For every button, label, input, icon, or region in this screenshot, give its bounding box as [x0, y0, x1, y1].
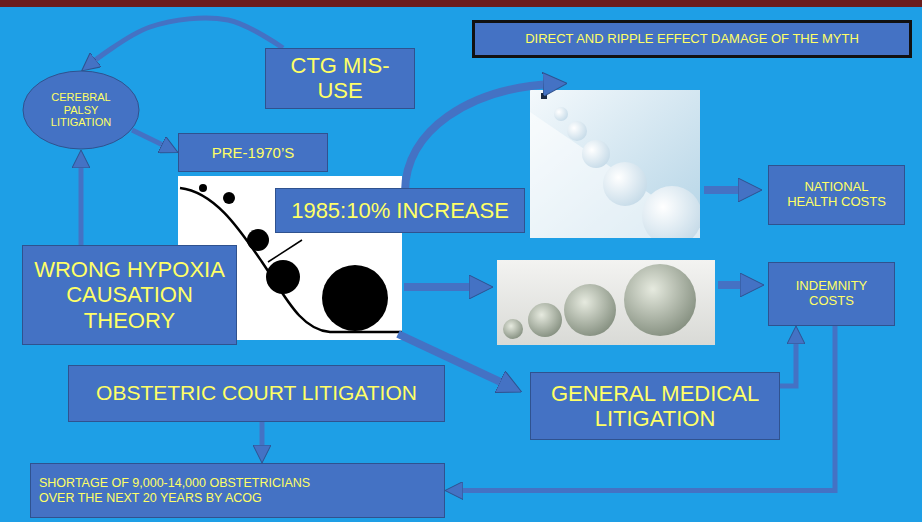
connector-arrow: [455, 326, 835, 491]
picture-arrows: [398, 84, 750, 386]
connector-arrow: [260, 422, 265, 453]
process-box: NATIONAL HEALTH COSTS: [768, 165, 905, 225]
node-text: PRE-1970’S: [212, 144, 295, 161]
snowball: [603, 162, 647, 206]
ball: [322, 265, 388, 331]
money-ball: [564, 284, 616, 336]
ball: [247, 229, 269, 251]
ball: [266, 260, 300, 294]
node-text: WRONG HYPOXIA CAUSATION THEORY: [27, 257, 232, 333]
ball: [199, 184, 207, 192]
process-box: 1985:10% INCREASE: [275, 188, 525, 233]
connector-arrow: [780, 336, 796, 386]
snowball: [582, 140, 610, 168]
node-text: INDEMNITY COSTS: [777, 279, 887, 309]
top-band: [0, 0, 922, 7]
title-box: DIRECT AND RIPPLE EFFECT DAMAGE OF THE M…: [472, 20, 912, 58]
snowball-photo: [530, 90, 700, 238]
process-box: GENERAL MEDICAL LITIGATION: [530, 372, 780, 440]
photo-ground: [497, 260, 715, 345]
node-text: NATIONAL HEALTH COSTS: [779, 180, 894, 210]
connector-arrow: [132, 130, 169, 148]
money-photo: [497, 260, 715, 345]
money-ball: [624, 264, 696, 336]
process-box: SHORTAGE OF 9,000-14,000 OBSTETRICIANS O…: [30, 463, 445, 518]
node-text: SHORTAGE OF 9,000-14,000 OBSTETRICIANS O…: [39, 476, 344, 505]
node-text: 1985:10% INCREASE: [291, 198, 509, 223]
node-text: DIRECT AND RIPPLE EFFECT DAMAGE OF THE M…: [525, 32, 859, 47]
block-arrow: [704, 186, 748, 194]
snowball: [567, 121, 587, 141]
tiny-ball: [541, 93, 547, 99]
connector-arrow: [89, 18, 283, 65]
block-arrow: [404, 283, 479, 291]
process-box: PRE-1970’S: [178, 133, 328, 172]
ball: [223, 192, 235, 204]
block-arrow: [405, 84, 553, 192]
ellipse-shape: [23, 71, 139, 149]
money-ball: [503, 319, 523, 339]
snowball: [642, 186, 700, 238]
ellipse-node: CEREBRAL PALSY LITIGATION: [22, 70, 140, 150]
node-text: CTG MIS-USE: [288, 53, 393, 104]
node-text: CEREBRAL PALSY LITIGATION: [41, 91, 121, 129]
block-arrow: [718, 281, 750, 289]
pointer-line: [268, 240, 302, 262]
connector-arrow: [79, 160, 84, 245]
process-box: CTG MIS-USE: [265, 48, 415, 109]
process-box: INDEMNITY COSTS: [768, 262, 895, 326]
money-ball: [528, 303, 562, 337]
snowball: [554, 107, 568, 121]
node-text: GENERAL MEDICAL LITIGATION: [539, 381, 771, 432]
process-box: WRONG HYPOXIA CAUSATION THEORY: [22, 245, 237, 345]
process-box: OBSTETRIC COURT LITIGATION: [68, 365, 445, 422]
node-text: OBSTETRIC COURT LITIGATION: [96, 381, 417, 405]
